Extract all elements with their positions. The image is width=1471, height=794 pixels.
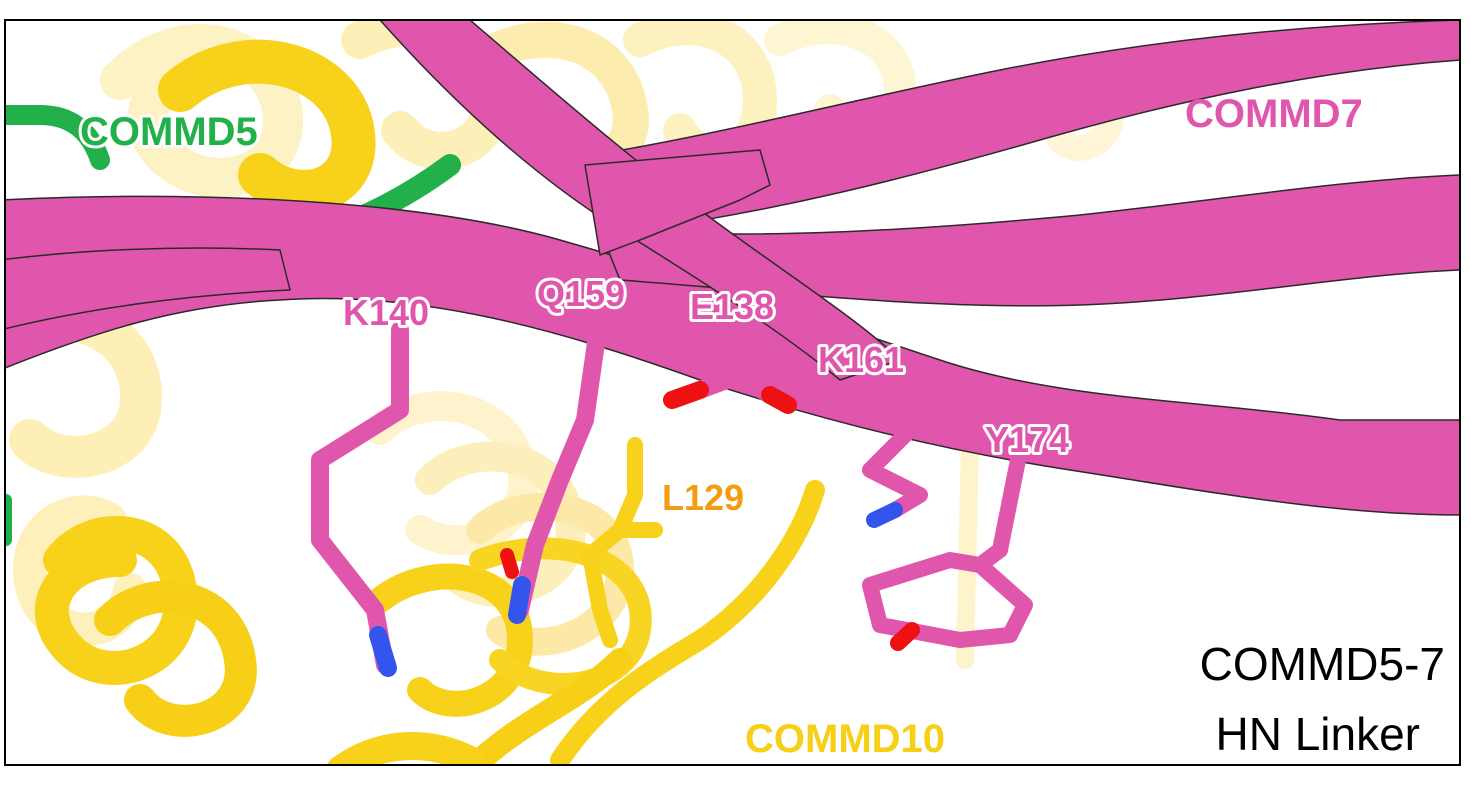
k161-nitrogen <box>866 502 903 528</box>
y174-oxygen <box>890 622 920 651</box>
label-commd5: COMMD5 <box>80 110 258 154</box>
q159-nitrogen <box>508 576 531 624</box>
e138-oxygen-1 <box>663 381 709 409</box>
l129-sidechain <box>582 437 663 648</box>
label-commd10: COMMD10 <box>745 717 945 761</box>
panel-caption-line1: COMMD5-7 <box>1200 638 1445 690</box>
panel-caption-line2: HN Linker <box>1215 708 1420 760</box>
label-q159: Q159 <box>537 273 625 314</box>
label-k161: K161 <box>818 339 904 380</box>
q159-sidechain <box>511 306 609 619</box>
commd10-ribbon <box>34 39 825 764</box>
k161-sidechain <box>842 382 928 518</box>
label-commd7: COMMD7 <box>1185 92 1363 136</box>
side-chains <box>311 306 1033 677</box>
label-k140: K140 <box>343 292 429 333</box>
label-l129: L129 <box>662 477 744 518</box>
y174-sidechain <box>862 442 1033 648</box>
label-y174: Y174 <box>985 419 1069 460</box>
e138-oxygen-2 <box>761 386 797 414</box>
k140-sidechain <box>311 321 409 674</box>
q159-oxygen <box>500 548 519 579</box>
label-e138: E138 <box>690 286 774 327</box>
k140-nitrogen <box>369 626 397 677</box>
